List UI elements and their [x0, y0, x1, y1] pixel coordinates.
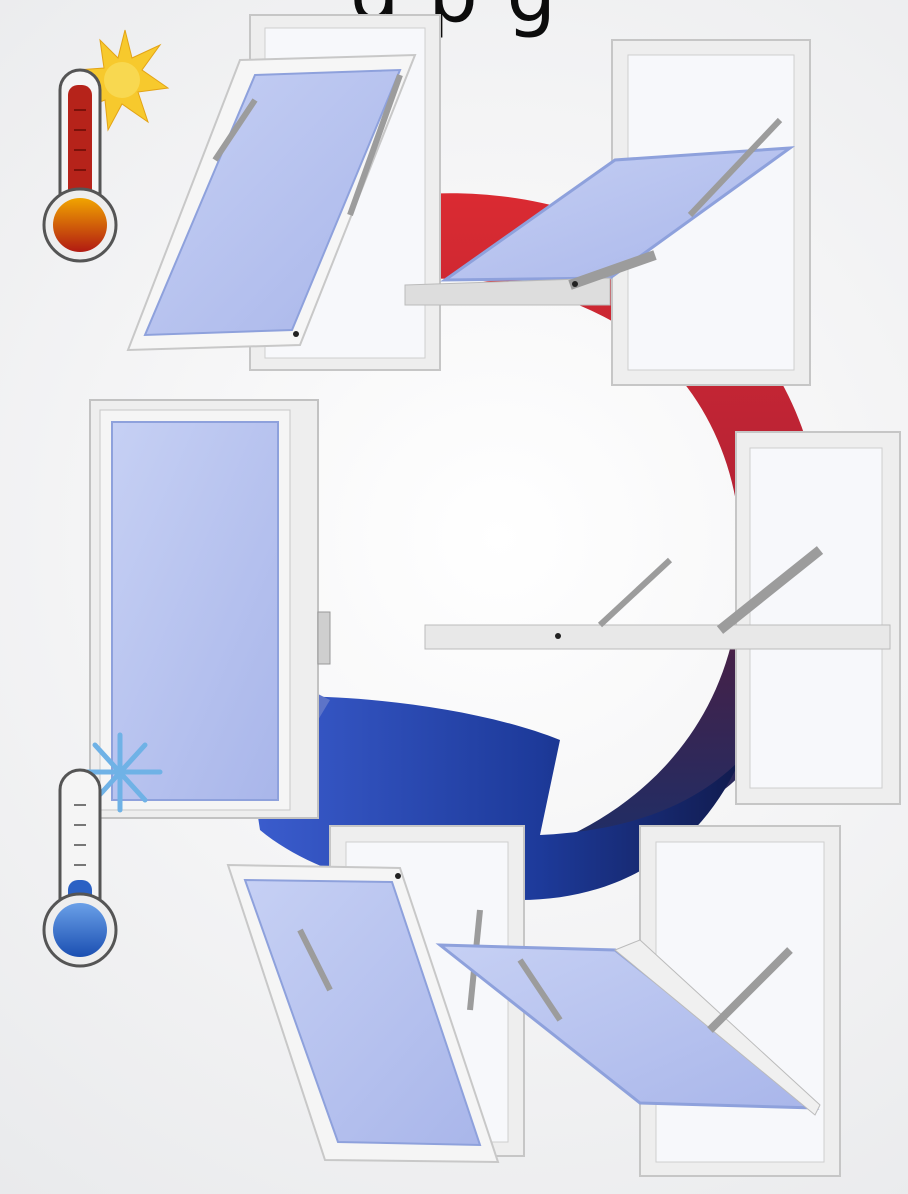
window-top-hung-open [128, 15, 440, 370]
window-tilt-open [228, 826, 524, 1162]
window-closed [90, 400, 330, 818]
